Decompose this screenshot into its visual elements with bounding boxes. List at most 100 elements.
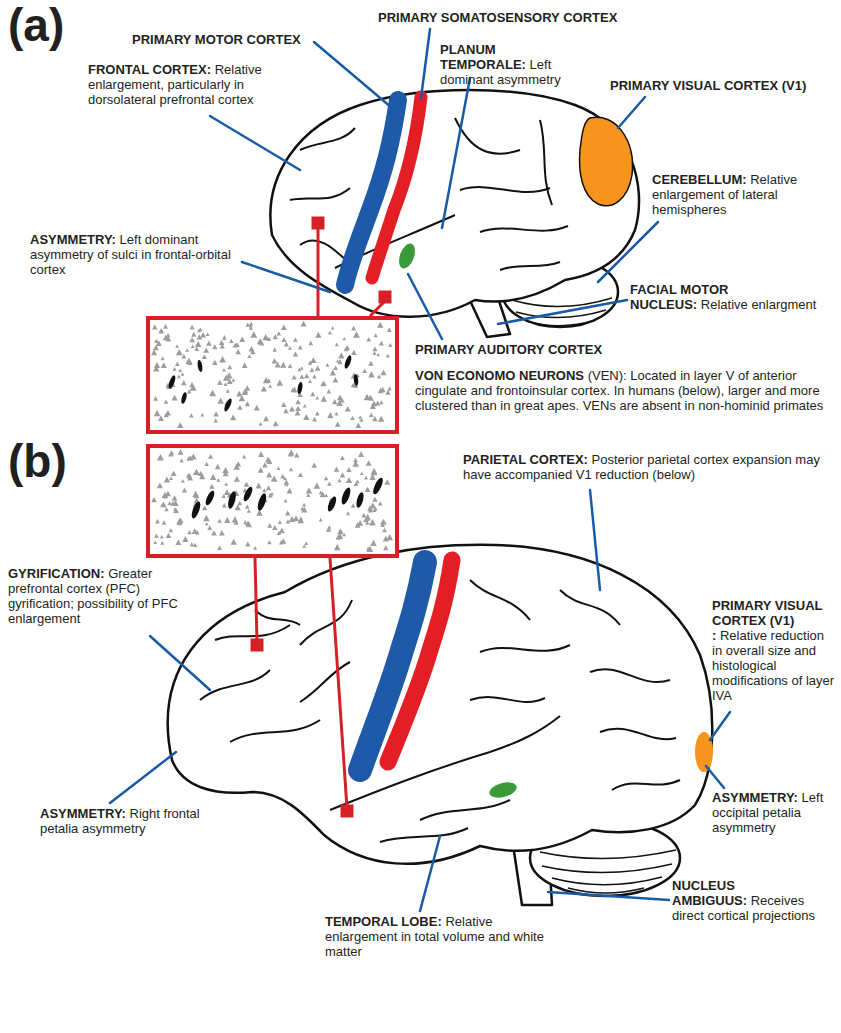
annotation: ASYMMETRY:Left occipital petalia asymmet…	[712, 790, 836, 835]
pyramidal-neuron	[182, 488, 187, 493]
annotation: PRIMARY VISUAL CORTEX (V1)	[610, 78, 836, 93]
pyramidal-neuron	[172, 495, 178, 500]
pyramidal-neuron	[368, 371, 374, 377]
pyramidal-neuron	[163, 324, 168, 329]
red-pointer	[313, 218, 323, 228]
red-pointer	[380, 292, 390, 302]
pyramidal-neuron	[388, 343, 392, 347]
leader-line	[590, 490, 600, 590]
annotation: PRIMARY MOTOR CORTEX	[132, 32, 332, 47]
pyramidal-neuron	[275, 362, 281, 368]
von-economo-neuron	[190, 500, 202, 519]
pyramidal-neuron	[224, 482, 228, 486]
pyramidal-neuron	[213, 411, 218, 416]
pyramidal-neuron	[249, 322, 253, 326]
chimp-brain	[270, 90, 639, 337]
pyramidal-neuron	[295, 399, 300, 404]
pyramidal-neuron	[212, 360, 218, 365]
sulcus	[300, 662, 350, 702]
annotation: FACIAL MOTOR NUCLEUS:Relative enlargment	[630, 282, 835, 312]
pyramidal-neuron	[169, 476, 173, 480]
pyramidal-neuron	[250, 331, 257, 337]
pyramidal-neuron	[199, 474, 205, 480]
pyramidal-neuron	[310, 357, 316, 363]
cerebellum-folia	[526, 320, 596, 326]
pyramidal-neuron	[222, 467, 229, 473]
cerebrum-outline	[270, 90, 639, 317]
pyramidal-neuron	[164, 476, 170, 482]
pyramidal-neuron	[285, 511, 290, 516]
pyramidal-neuron	[216, 478, 220, 482]
von-economo-neuron	[343, 355, 352, 370]
pyramidal-neuron	[319, 490, 323, 494]
pyramidal-neuron	[181, 479, 185, 483]
sulcus	[300, 128, 355, 150]
pyramidal-neuron	[379, 400, 383, 404]
pyramidal-neuron	[244, 482, 250, 487]
pyramidal-neuron	[360, 472, 364, 475]
pyramidal-neuron	[211, 530, 217, 535]
region-name: PRIMARY AUDITORY CORTEX	[415, 342, 602, 357]
pyramidal-neuron	[346, 467, 351, 472]
pyramidal-neuron	[283, 408, 288, 413]
pyramidal-neuron	[332, 377, 338, 383]
sulcus	[470, 580, 530, 620]
pyramidal-neuron	[378, 416, 384, 422]
leader-line	[150, 636, 210, 690]
cerebellum-folia	[552, 877, 662, 885]
pyramidal-neuron	[382, 528, 387, 532]
neuron-micrograph	[148, 318, 397, 432]
pyramidal-neuron	[364, 476, 368, 480]
pyramidal-neuron	[239, 395, 245, 401]
pyramidal-neuron	[202, 354, 207, 359]
annotation: CEREBELLUM:Relative enlargement of later…	[652, 172, 834, 217]
pyramidal-neuron	[245, 323, 250, 327]
leader-line	[598, 222, 658, 282]
pyramidal-neuron	[181, 354, 186, 359]
pyramidal-neuron	[242, 455, 246, 459]
sulcus	[455, 118, 520, 154]
pyramidal-neuron	[293, 338, 298, 342]
pyramidal-neuron	[353, 331, 360, 337]
pyramidal-neuron	[219, 356, 226, 362]
pyramidal-neuron	[173, 508, 179, 513]
pyramidal-neuron	[210, 474, 216, 480]
pyramidal-neuron	[249, 324, 253, 327]
pyramidal-neuron	[261, 386, 267, 392]
sulcus	[600, 729, 676, 740]
visual-cortex	[580, 117, 633, 206]
pyramidal-neuron	[365, 488, 370, 493]
pyramidal-neuron	[336, 533, 343, 539]
panel-letter: (a)	[8, 0, 108, 50]
pyramidal-neuron	[245, 401, 250, 406]
pyramidal-neuron	[198, 327, 202, 331]
pyramidal-neuron	[217, 380, 223, 385]
pyramidal-neuron	[191, 344, 195, 348]
pyramidal-neuron	[231, 539, 237, 545]
pyramidal-neuron	[334, 544, 341, 550]
von-economo-neuron	[180, 392, 188, 405]
pyramidal-neuron	[265, 457, 271, 463]
pyramidal-neuron	[345, 406, 351, 412]
pyramidal-neuron	[167, 501, 171, 505]
motor-cortex	[345, 100, 398, 285]
pyramidal-neuron	[298, 472, 303, 477]
pyramidal-neuron	[266, 378, 271, 382]
pyramidal-neuron	[277, 466, 281, 470]
pyramidal-neuron	[256, 510, 262, 516]
region-name: TEMPORAL LOBE:	[325, 914, 442, 929]
sulcus	[290, 188, 350, 200]
pyramidal-neuron	[166, 533, 172, 538]
leader-line	[420, 836, 440, 911]
pyramidal-neuron	[358, 451, 364, 457]
pyramidal-neuron	[223, 335, 227, 339]
pyramidal-neuron	[332, 399, 337, 404]
pyramidal-neuron	[350, 416, 355, 420]
human-brain	[168, 545, 713, 905]
pyramidal-neuron	[303, 404, 307, 408]
annotation: VON ECONOMO NEURONS(VEN): Located in lay…	[415, 368, 833, 413]
pyramidal-neuron	[374, 333, 378, 337]
pyramidal-neuron	[235, 349, 241, 354]
pyramidal-neuron	[206, 332, 210, 336]
pyramidal-neuron	[272, 347, 277, 351]
